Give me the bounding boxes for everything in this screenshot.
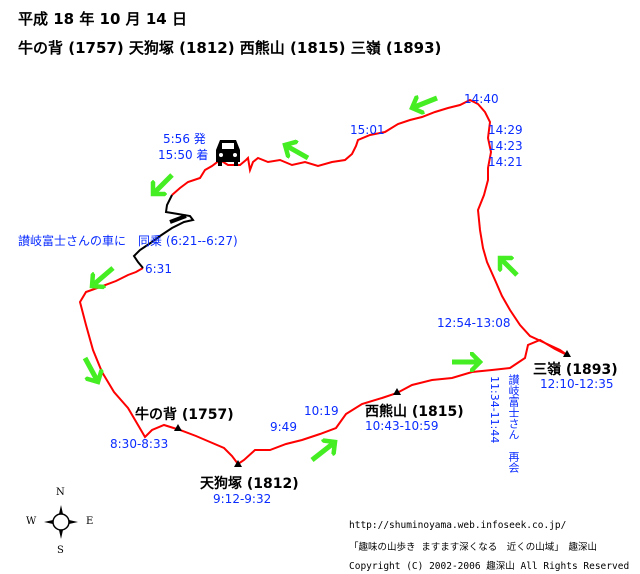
date-title: 平成 18 年 10 月 14 日: [18, 10, 187, 28]
peak-time: 12:10-12:35: [540, 377, 614, 391]
car-ride-route: [132, 194, 195, 269]
time-label: 6:31: [145, 262, 172, 276]
footer-tagline: 「趣味の山歩き ますます深くなる 近くの山域」 趣深山: [349, 542, 597, 553]
time-label-vertical: 11:34-11:44: [488, 376, 501, 444]
peak-tengu: 天狗塚 (1812): [200, 476, 299, 492]
peak-marker-icon: [393, 388, 401, 395]
peak-nishikuma: 西熊山 (1815): [365, 404, 464, 420]
footer-copyright: Copyright (C) 2002-2006 趣深山 All Rights R…: [349, 561, 630, 572]
arrow-icon: [82, 356, 98, 382]
time-label: 10:19: [304, 404, 339, 418]
reunion-label: 讃岐富士さん 再会: [507, 374, 520, 473]
peak-marker-icon: [174, 424, 182, 431]
arrow-icon: [153, 173, 174, 194]
peak-time: 8:30-8:33: [110, 437, 169, 451]
direction-arrows: [82, 98, 519, 462]
peak-time: 10:43-10:59: [365, 419, 439, 433]
peak-time: 9:12-9:32: [213, 492, 272, 506]
time-label: 9:49: [270, 420, 297, 434]
time-label: 15:01: [350, 123, 385, 137]
arrow-icon: [285, 145, 310, 161]
compass-n: N: [56, 487, 65, 498]
footer-url[interactable]: http://shuminoyama.web.infoseek.co.jp/: [349, 520, 567, 531]
time-label: 14:21: [488, 155, 523, 169]
peaks-title: 牛の背 (1757) 天狗塚 (1812) 西熊山 (1815) 三嶺 (189…: [18, 39, 442, 57]
compass-s: S: [57, 545, 64, 556]
arrow-icon: [500, 258, 519, 277]
compass-w: W: [26, 516, 37, 527]
ride-label: 讃岐富士さんの車に 同乗 (6:21--6:27): [18, 234, 238, 248]
depart-label: 5:56 発: [163, 132, 206, 146]
compass-icon: [44, 505, 78, 539]
peak-markers: [174, 350, 571, 467]
arrow-icon: [412, 98, 438, 108]
peak-sanrei: 三嶺 (1893): [533, 362, 618, 378]
arrow-icon: [310, 442, 335, 462]
peak-marker-icon: [234, 460, 242, 467]
time-label: 14:23: [488, 139, 523, 153]
peak-marker-icon: [563, 350, 571, 357]
peak-ushinose: 牛の背 (1757): [135, 407, 234, 423]
compass-e: E: [86, 516, 94, 527]
time-label: 14:40: [464, 92, 499, 106]
time-label: 12:54-13:08: [437, 316, 511, 330]
arrive-label: 15:50 着: [158, 148, 209, 162]
car-icon: [216, 140, 240, 166]
arrow-icon: [92, 266, 115, 286]
time-label: 14:29: [488, 123, 523, 137]
